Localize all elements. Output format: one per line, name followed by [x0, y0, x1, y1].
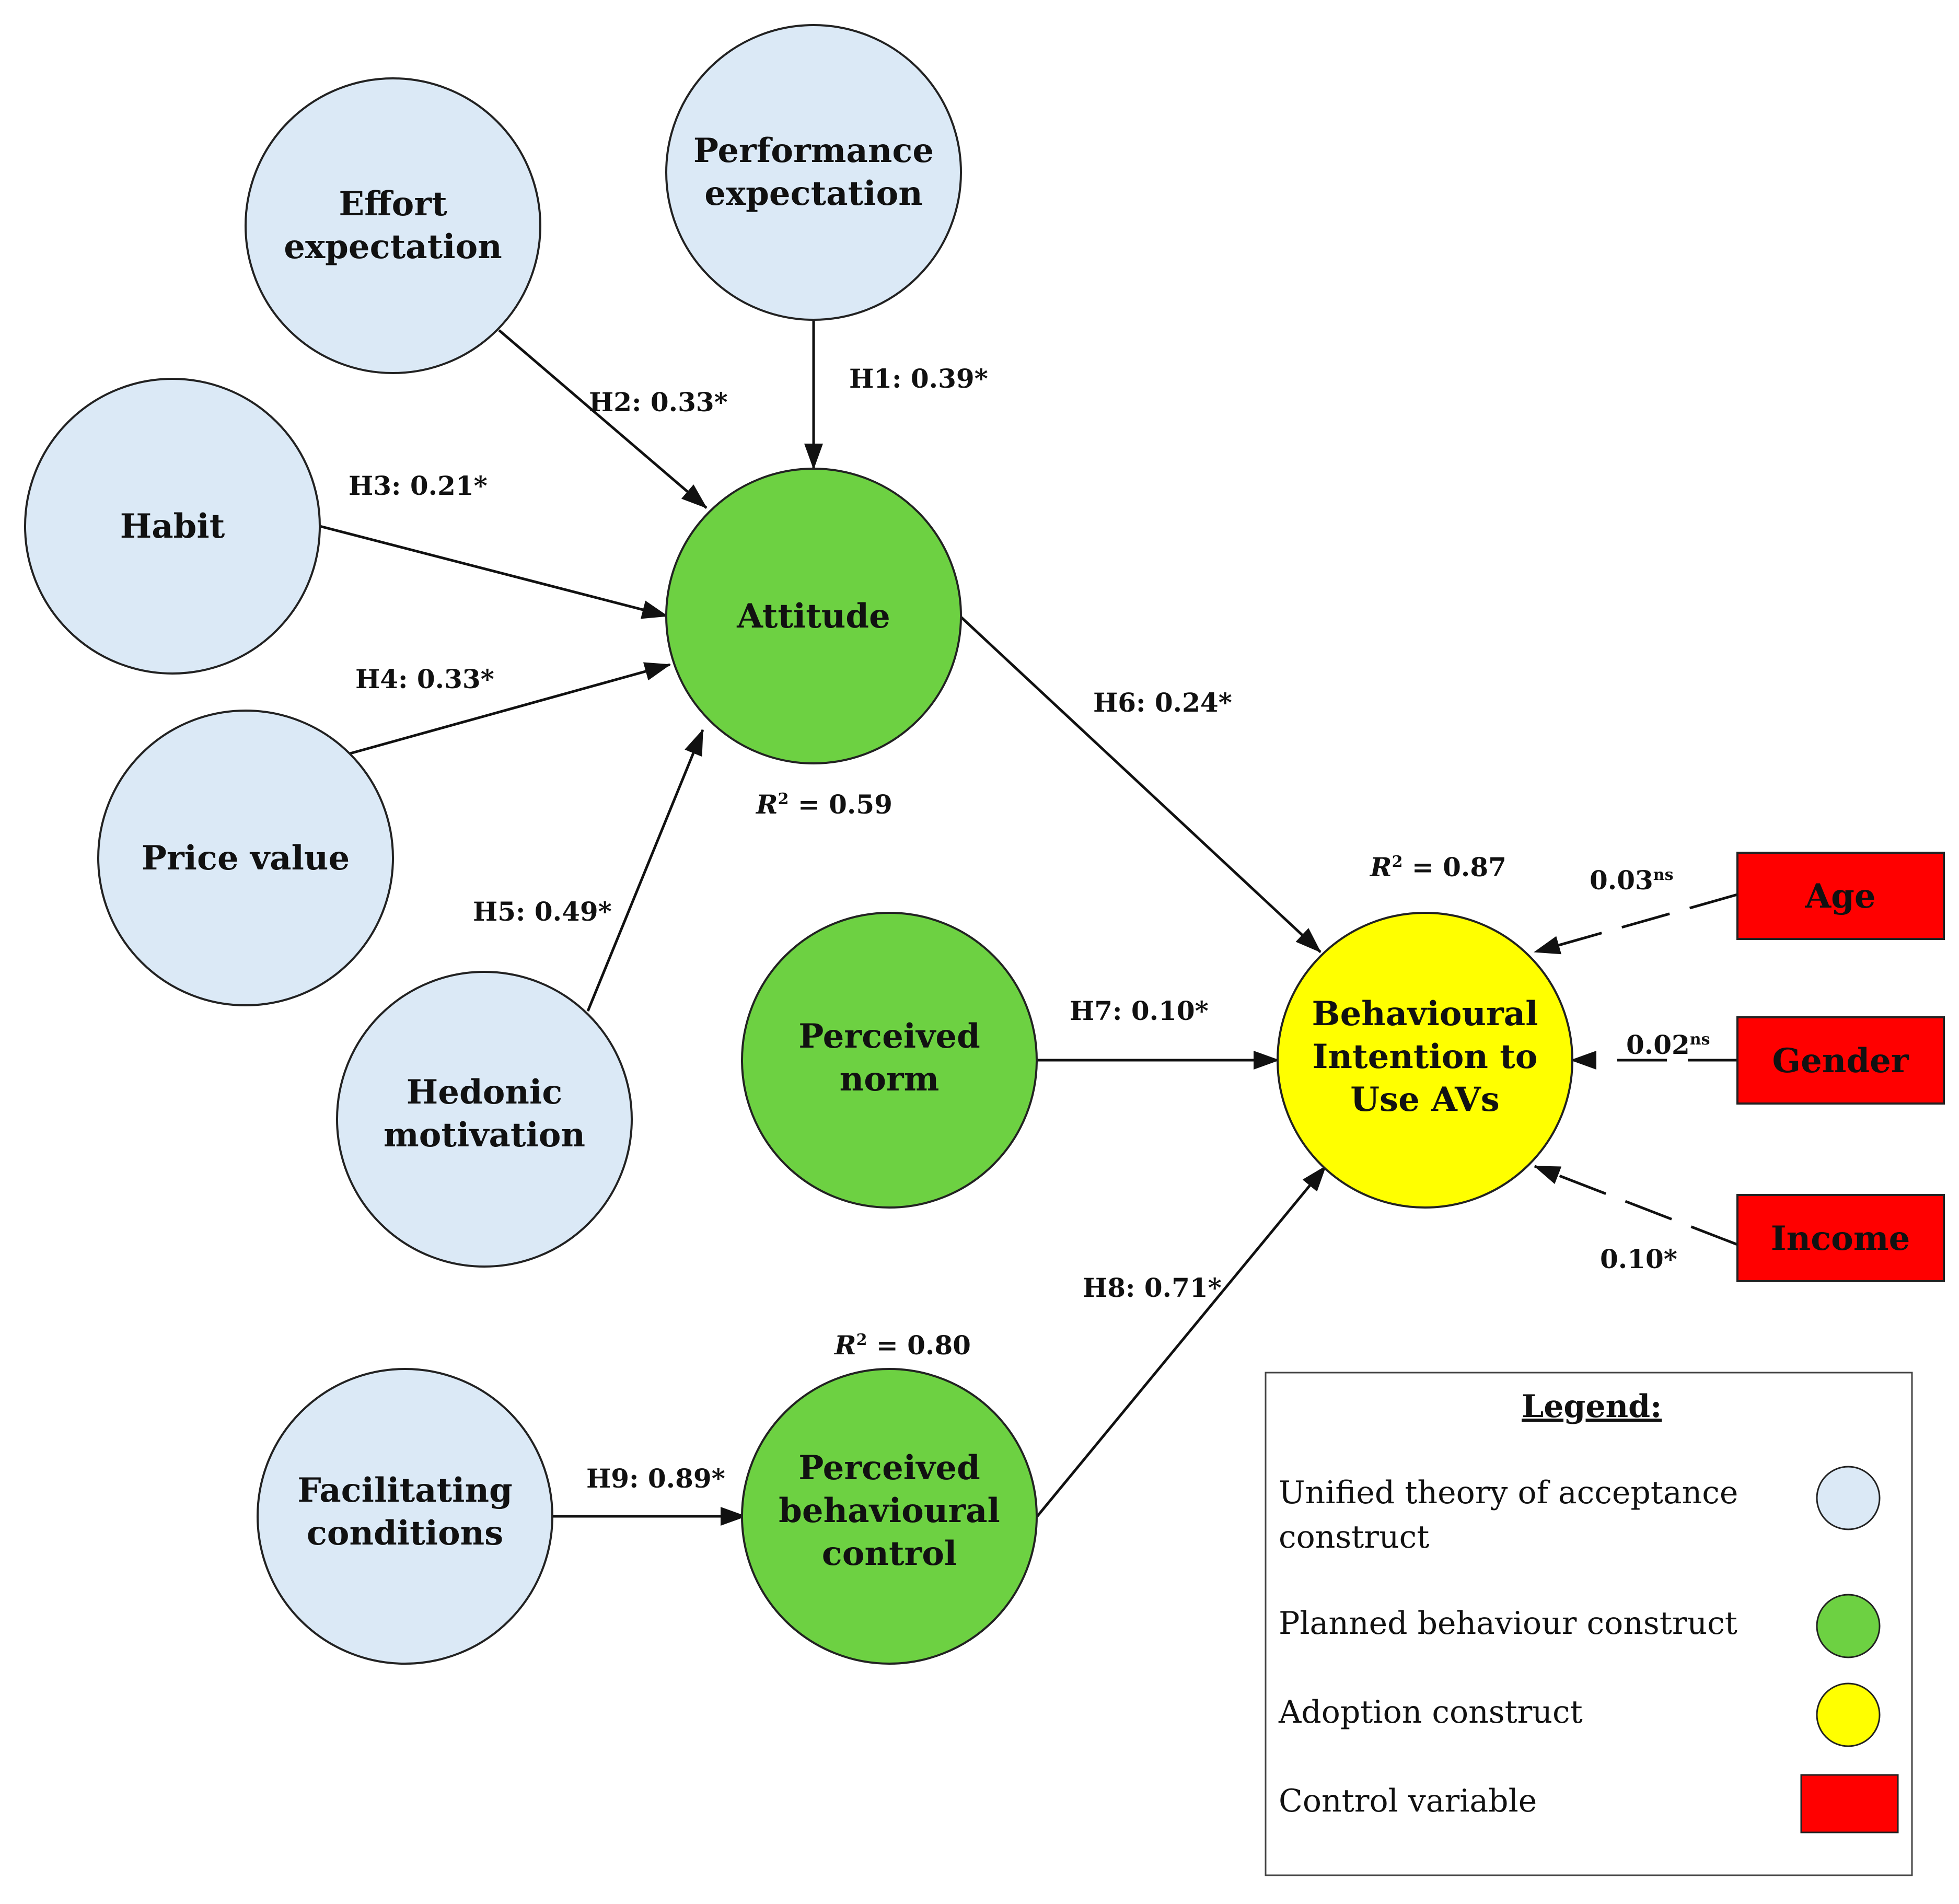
control-gender: Gender [1736, 1016, 1945, 1105]
control-age: Age [1736, 852, 1945, 940]
node-circle [1277, 912, 1573, 1209]
node-label: behavioural [779, 1491, 1000, 1530]
edge-label-h7: H7: 0.10* [1070, 995, 1209, 1026]
node-label: Attitude [736, 597, 890, 636]
node-circle [665, 468, 962, 764]
edge-label-h5: H5: 0.49* [473, 896, 612, 927]
node-circle [24, 378, 321, 675]
edge-h4 [350, 662, 671, 755]
edge-label-h9: H9: 0.89* [586, 1463, 725, 1494]
node-circle [665, 24, 962, 321]
control-income: Income [1736, 1194, 1945, 1282]
edge-label-age: 0.03ns [1590, 865, 1673, 896]
node-label: norm [840, 1060, 940, 1099]
edge-h3 [319, 525, 668, 619]
edge-h2 [498, 329, 708, 509]
node-label: motivation [384, 1116, 585, 1155]
edge-label-h1: H1: 0.39* [849, 363, 988, 394]
node-circle [257, 1368, 553, 1665]
node-facilitating-conditions: Facilitating conditions [257, 1368, 553, 1665]
control-box [1736, 1016, 1945, 1105]
legend-adoption-swatch [1816, 1682, 1881, 1747]
node-label: expectation [284, 227, 502, 266]
node-label: Behavioural [1312, 994, 1538, 1034]
edge-h5 [586, 729, 704, 1012]
node-label: conditions [307, 1514, 503, 1553]
control-box [1736, 852, 1945, 940]
control-box [1736, 1194, 1945, 1282]
legend-item-utaut-label: construct [1279, 1519, 1429, 1555]
node-label: Facilitating [297, 1471, 513, 1510]
legend-tpb-swatch [1816, 1594, 1881, 1658]
edge-label-h6: H6: 0.24* [1093, 687, 1232, 718]
control-label: Income [1771, 1219, 1910, 1258]
node-label: Habit [120, 507, 225, 546]
legend-item-utaut-label: Unified theory of acceptance [1279, 1475, 1738, 1511]
node-label: Performance [693, 131, 934, 170]
edge-label-income: 0.10* [1600, 1244, 1677, 1274]
node-perceived-behavioural-control: Perceived behavioural control [741, 1368, 1038, 1665]
node-label: Price value [142, 839, 350, 878]
edge-h6 [959, 615, 1322, 953]
edge-age [1534, 893, 1738, 955]
legend-item-tpb-label: Planned behaviour construct [1279, 1605, 1737, 1642]
node-label: Intention to [1313, 1037, 1538, 1076]
node-circle [97, 710, 394, 1006]
control-label: Age [1804, 877, 1875, 916]
legend-title: Legend: [1522, 1388, 1662, 1425]
node-performance-expectation: Performance expectation [665, 24, 962, 321]
control-label: Gender [1772, 1041, 1909, 1081]
legend-item-control-label: Control variable [1279, 1783, 1537, 1819]
r-squared-pbc: R2 = 0.80 [833, 1330, 971, 1361]
node-label: Effort [339, 184, 447, 224]
edge-label-h3: H3: 0.21* [349, 470, 488, 501]
node-perceived-norm: Perceived norm [741, 912, 1038, 1209]
legend-item-adoption-label: Adoption construct [1278, 1694, 1583, 1731]
edge-income [1534, 1165, 1738, 1246]
edge-label-h8: H8: 0.71* [1083, 1272, 1222, 1303]
edge-label-h4: H4: 0.33* [355, 664, 494, 694]
node-price-value: Price value [97, 710, 394, 1006]
r-squared-attitude: R2 = 0.59 [755, 789, 892, 820]
edge-label-gender: 0.02ns [1626, 1029, 1710, 1060]
node-habit: Habit [24, 378, 321, 675]
node-label: expectation [704, 174, 922, 213]
node-label: Use AVs [1350, 1080, 1500, 1119]
edge-label-h2: H2: 0.33* [589, 387, 728, 417]
node-hedonic-motivation: Hedonic motivation [336, 971, 633, 1268]
node-attitude: Attitude [665, 468, 962, 764]
node-circle [245, 77, 541, 374]
node-circle [336, 971, 633, 1268]
node-label: Perceived [798, 1017, 980, 1056]
node-effort-expectation: Effort expectation [245, 77, 541, 374]
node-circle [741, 1368, 1038, 1665]
legend: Legend: Unified theory of acceptance con… [1265, 1372, 1913, 1876]
r-squared-intention: R2 = 0.87 [1369, 852, 1506, 883]
node-label: Hedonic [407, 1073, 562, 1112]
node-circle [741, 912, 1038, 1209]
node-behavioural-intention: Behavioural Intention to Use AVs [1277, 912, 1573, 1209]
node-label: control [822, 1534, 957, 1573]
legend-utaut-swatch [1816, 1466, 1881, 1530]
node-label: Perceived [798, 1448, 980, 1488]
edge-h8 [1036, 1165, 1327, 1517]
legend-control-swatch [1800, 1774, 1899, 1833]
